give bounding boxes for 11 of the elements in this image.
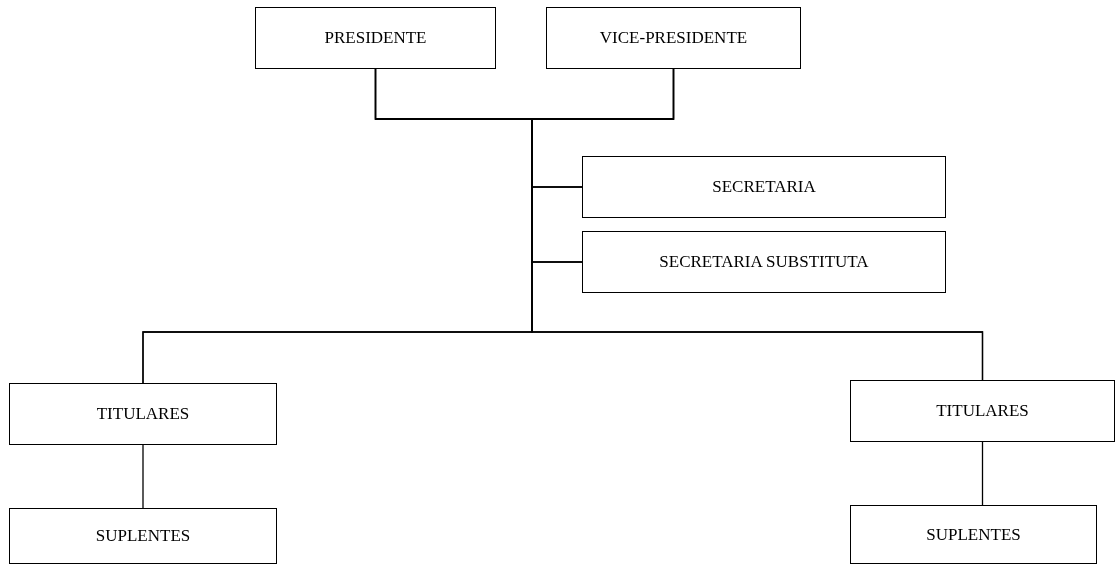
- org-box: SECRETARIA: [582, 156, 946, 218]
- connector-line: [981, 441, 984, 506]
- org-box: SECRETARIA SUBSTITUTA: [582, 231, 946, 293]
- org-box: SUPLENTES: [9, 508, 277, 564]
- connector-line: [142, 444, 144, 509]
- org-box: TITULARES: [850, 380, 1115, 442]
- org-box: SUPLENTES: [850, 505, 1097, 564]
- org-box: VICE-PRESIDENTE: [546, 7, 801, 69]
- connector-line: [531, 68, 984, 381]
- org-box: TITULARES: [9, 383, 277, 445]
- org-box: PRESIDENTE: [255, 7, 496, 69]
